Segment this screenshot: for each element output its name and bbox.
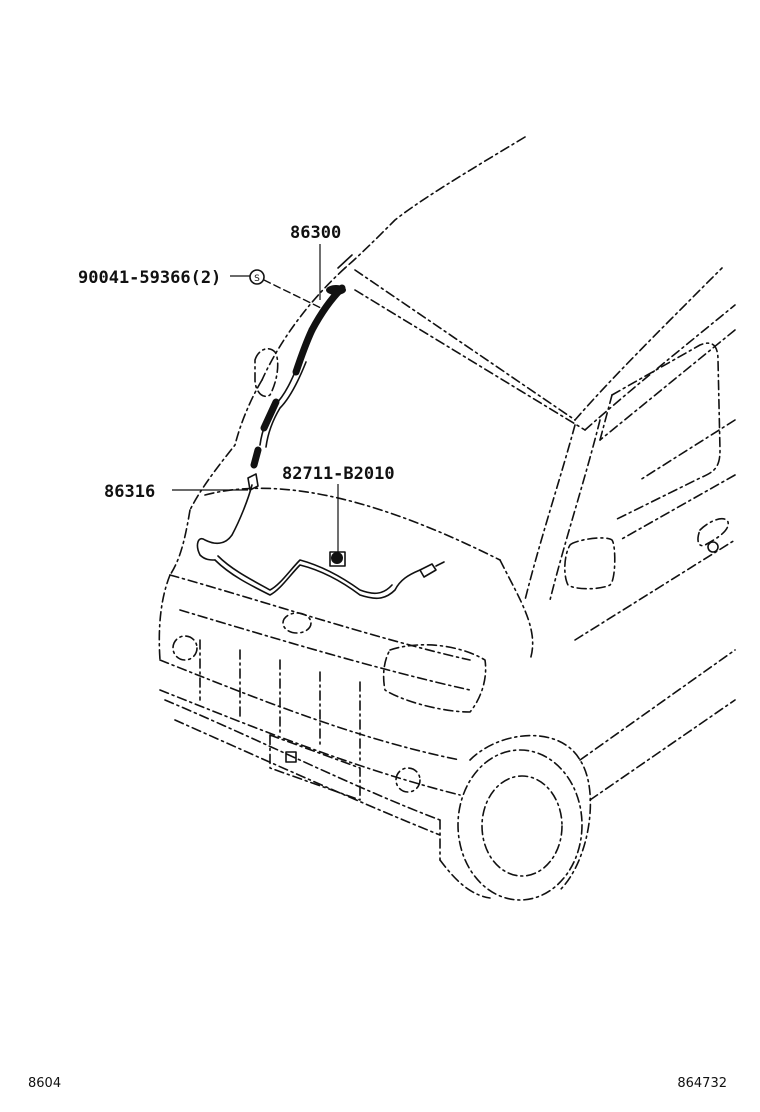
footer-right-code: 864732 — [677, 1076, 727, 1091]
callout-antenna-86300: 86300 — [290, 223, 341, 243]
antenna-cable — [196, 473, 445, 600]
screw-symbol-letter: S — [254, 274, 260, 284]
callout-screw-90041-59366: 90041-59366(2) — [78, 268, 221, 288]
callout-cable-86316: 86316 — [104, 482, 155, 502]
screw-symbol: S — [249, 269, 265, 285]
callout-clip-82711-B2010: 82711-B2010 — [282, 464, 395, 484]
vehicle-outline — [158, 136, 736, 901]
footer-left-code: 8604 — [28, 1076, 61, 1091]
leader-lines — [172, 244, 339, 552]
antenna-assembly — [250, 254, 353, 469]
clip-part — [329, 551, 346, 567]
